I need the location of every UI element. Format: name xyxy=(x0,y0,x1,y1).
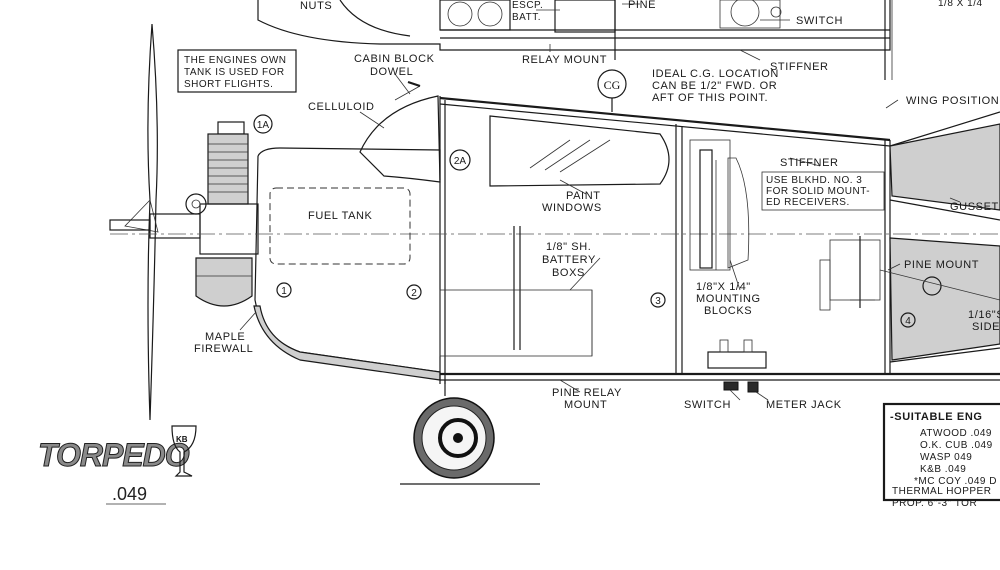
label-cabin-block: CABIN BLOCK xyxy=(354,53,435,65)
engine-item: THERMAL HOPPER xyxy=(892,486,991,497)
labels: NUTS ESCP. BATT. PINE SWITCH 1/8 X 1/4 R… xyxy=(177,0,1000,411)
landing-wheel xyxy=(400,380,540,485)
torpedo-logo: TORPEDO KB .049 xyxy=(38,425,197,505)
label-blkhd-1: USE BLKHD. NO. 3 xyxy=(766,175,862,186)
label-mounting-2: MOUNTING xyxy=(696,293,761,305)
callout-2a: 2A xyxy=(454,156,467,167)
label-maple: MAPLE xyxy=(205,331,245,343)
blkhd-note-box xyxy=(761,171,885,211)
label-pine-relay-mount: MOUNT xyxy=(564,399,607,411)
label-battery-3: BOXS xyxy=(552,267,585,279)
logo-size: .049 xyxy=(112,484,147,504)
label-blkhd-3: ED RECEIVERS. xyxy=(766,197,850,208)
label-pine-mount: PINE MOUNT xyxy=(904,259,979,271)
label-windows: WINDOWS xyxy=(542,202,602,214)
logo-badge: KB xyxy=(176,435,188,444)
label-engine-tank-1: THE ENGINES OWN xyxy=(184,55,287,66)
callout-4: 4 xyxy=(905,316,911,327)
label-engine-tank-2: TANK IS USED FOR xyxy=(184,67,285,78)
engine-item: WASP 049 xyxy=(920,452,972,463)
engines-title: -SUITABLE ENG xyxy=(890,411,983,423)
engine-item: K&B .049 xyxy=(920,464,966,475)
label-blkhd-2: FOR SOLID MOUNT- xyxy=(766,186,870,197)
cg-symbol-text: CG xyxy=(604,78,621,92)
label-pine-relay: PINE RELAY xyxy=(552,387,622,399)
label-wing-position: WING POSITION xyxy=(906,95,999,107)
callout-2: 2 xyxy=(411,288,417,299)
label-ideal-cg-1: IDEAL C.G. LOCATION xyxy=(652,68,779,80)
engine xyxy=(185,121,259,307)
logo-name: TORPEDO xyxy=(38,437,190,473)
label-nuts: NUTS xyxy=(300,0,332,12)
engine-tank-note-box xyxy=(177,49,297,93)
label-dowel: DOWEL xyxy=(370,66,413,78)
label-paint: PAINT xyxy=(566,190,601,202)
label-meter-jack: METER JACK xyxy=(766,399,842,411)
label-pine-top: PINE xyxy=(628,0,656,11)
label-switch-bottom: SWITCH xyxy=(684,399,731,411)
engine-item: O.K. CUB .049 xyxy=(920,440,993,451)
engine-item: *MC COY .049 D xyxy=(914,476,997,487)
label-firewall: FIREWALL xyxy=(194,343,253,355)
label-side-2: SIDE xyxy=(972,321,1000,333)
label-battery-2: BATTERY xyxy=(542,254,596,266)
suitable-engines-panel: -SUITABLE ENG ATWOOD .049 O.K. CUB .049 … xyxy=(882,402,1000,509)
escapement-battery-top xyxy=(439,0,616,33)
wing-structure xyxy=(257,0,893,80)
fuselage xyxy=(110,80,1000,393)
label-gusset: GUSSET xyxy=(950,201,999,213)
label-batt: BATT. xyxy=(512,12,541,23)
engine-item: ATWOOD .049 xyxy=(920,428,992,439)
cg-symbol: CG xyxy=(597,69,627,112)
label-mounting-3: BLOCKS xyxy=(704,305,752,317)
label-switch-top: SWITCH xyxy=(796,15,843,27)
label-side-1: 1/16"S xyxy=(968,309,1000,321)
label-engine-tank-3: SHORT FLIGHTS. xyxy=(184,79,273,90)
label-ideal-cg-2: CAN BE 1/2" FWD. OR xyxy=(652,80,777,92)
label-celluloid: CELLULOID xyxy=(308,101,375,113)
label-dim-top: 1/8 X 1/4 xyxy=(938,0,983,9)
label-stiffner-top: STIFFNER xyxy=(770,61,829,73)
engine-item: PROP. 6"-3" TOR xyxy=(892,498,977,509)
callout-1: 1 xyxy=(281,286,287,297)
label-escp: ESCP. xyxy=(512,0,543,11)
callout-circles: 1A 2A 1 2 3 4 xyxy=(253,114,916,328)
leader-lines xyxy=(239,3,961,401)
label-battery-1: 1/8" SH. xyxy=(546,241,591,253)
label-ideal-cg-3: AFT OF THIS POINT. xyxy=(652,92,768,104)
label-relay-mount: RELAY MOUNT xyxy=(522,54,607,66)
label-stiffner-mid: STIFFNER xyxy=(780,157,839,169)
callout-1a: 1A xyxy=(257,120,270,131)
callout-3: 3 xyxy=(655,296,661,307)
label-mounting-1: 1/8"X 1/4" xyxy=(696,281,751,293)
label-fuel-tank: FUEL TANK xyxy=(308,210,373,222)
